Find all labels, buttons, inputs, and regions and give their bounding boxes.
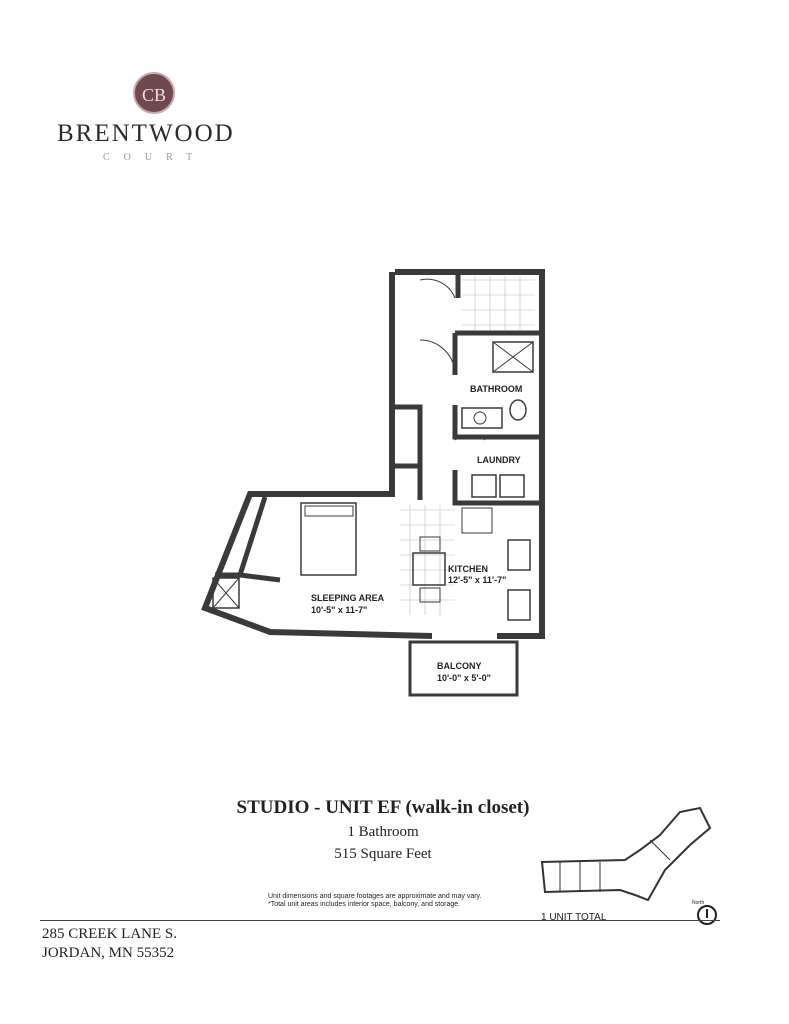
unit-total: 1 UNIT TOTAL [541, 912, 607, 923]
brand-subname: COURT [103, 152, 207, 163]
room-label-sleeping-area: SLEEPING AREA [311, 593, 385, 603]
north-label: North [692, 900, 705, 906]
sleeping-area-dimensions: 10'-5" x 11-7" [311, 605, 367, 615]
bed [300, 502, 357, 576]
north-arrow-icon [697, 905, 717, 925]
disclaimer: Unit dimensions and square footages are … [268, 893, 482, 909]
balcony-dimensions: 10'-0" x 5'-0" [437, 673, 491, 683]
room-label-kitchen: KITCHEN [448, 564, 488, 574]
room-label-bathroom: BATHROOM [470, 384, 522, 394]
room-label-laundry: LAUNDRY [477, 455, 521, 465]
kitchen-dimensions: 12'-5" x 11'-7" [448, 575, 506, 585]
key-plan [540, 806, 712, 902]
room-label-balcony: BALCONY [437, 661, 482, 671]
dining-table [412, 552, 446, 586]
logo-emblem: CB [133, 72, 175, 114]
brand-name: BRENTWOOD [57, 120, 235, 147]
address-line-1: 285 CREEK LANE S. [42, 926, 177, 942]
unit-title: STUDIO - UNIT EF (walk-in closet) [236, 797, 530, 818]
address-line-2: JORDAN, MN 55352 [42, 945, 175, 961]
disclaimer-line-1: Unit dimensions and square footages are … [268, 893, 482, 900]
divider [40, 920, 720, 921]
interior-walls [215, 272, 540, 583]
disclaimer-line-2: *Total unit areas includes interior spac… [268, 901, 461, 908]
exterior-walls [201, 269, 545, 639]
balcony-outline [408, 640, 519, 697]
unit-area: 515 Square Feet [334, 846, 432, 862]
unit-bathrooms: 1 Bathroom [347, 824, 419, 840]
logo-letters: CB [141, 85, 166, 105]
